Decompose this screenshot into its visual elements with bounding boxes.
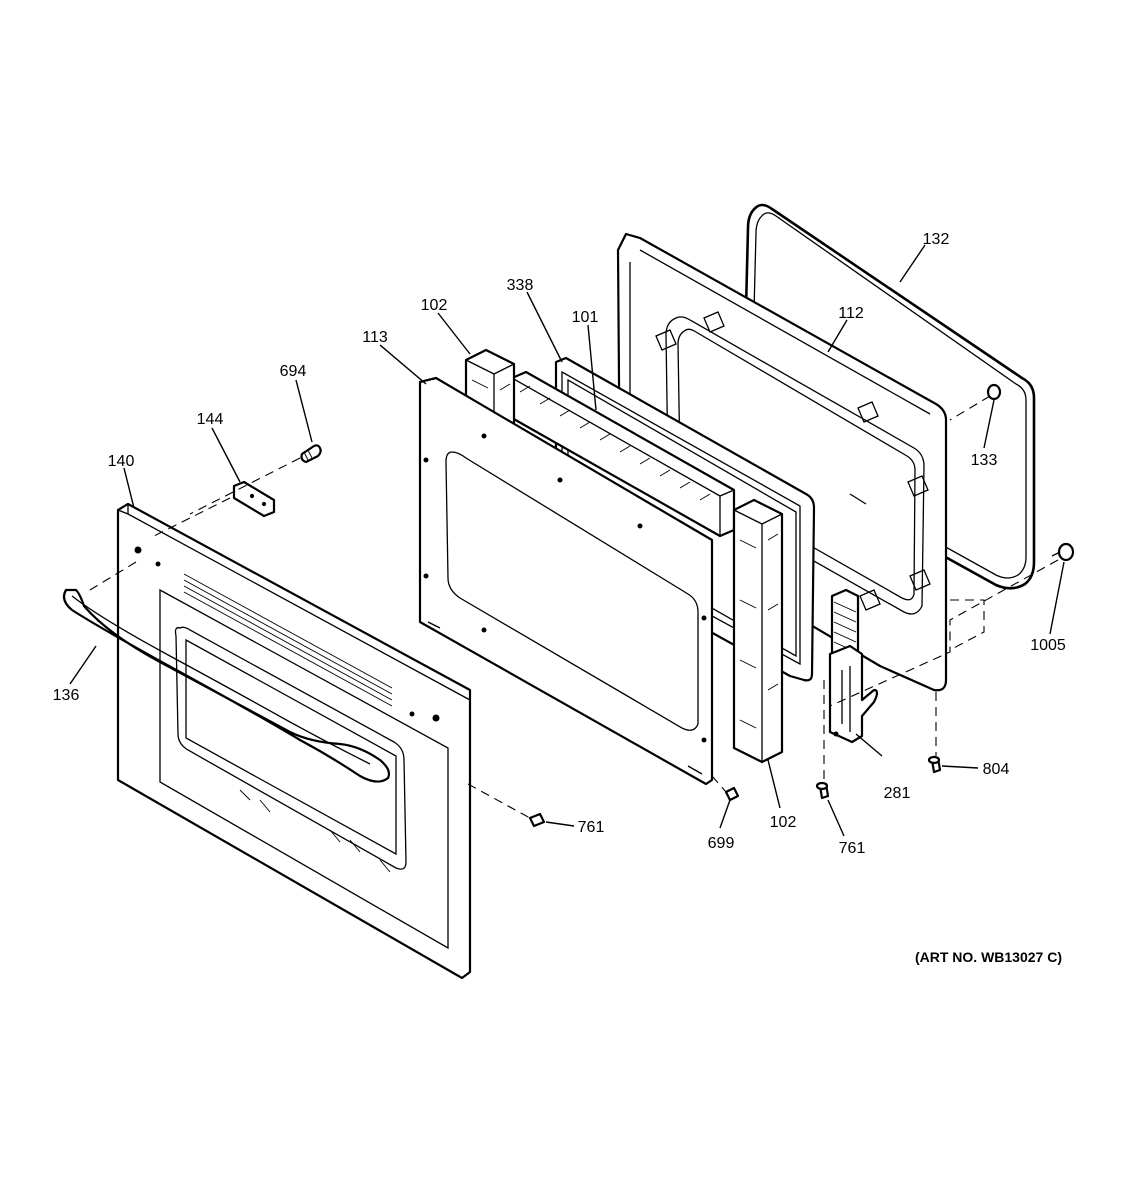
callout-144: 144	[197, 411, 224, 428]
callout-labels: 132 338 101 112 102 113 694 144 140 133 …	[53, 231, 1066, 857]
leader-lines	[69, 244, 1065, 837]
callout-102-bottom: 102	[770, 814, 797, 831]
part-136-door-handle	[62, 588, 391, 783]
part-102-insulation-bottom	[732, 498, 784, 764]
callout-338: 338	[507, 277, 534, 294]
callout-101: 101	[572, 309, 599, 326]
screw-699	[724, 786, 740, 802]
callout-761-left: 761	[578, 819, 605, 836]
callout-112: 112	[838, 305, 864, 322]
art-number: (ART NO. WB13027 C)	[915, 949, 1062, 965]
callout-761-right: 761	[839, 840, 866, 857]
callout-699: 699	[708, 835, 735, 852]
screw-133	[986, 383, 1002, 401]
callout-694: 694	[280, 363, 307, 380]
callout-133: 133	[971, 452, 998, 469]
part-140-outer-door	[116, 502, 472, 980]
screw-761-left	[528, 812, 546, 828]
part-144-bracket	[232, 480, 276, 518]
callout-140: 140	[108, 453, 135, 470]
callout-136: 136	[53, 687, 80, 704]
callout-281: 281	[884, 785, 911, 802]
callout-132: 132	[923, 231, 950, 248]
screw-1005	[1051, 542, 1075, 562]
callout-102-top: 102	[421, 297, 448, 314]
callout-804: 804	[983, 761, 1010, 778]
part-112-door-liner	[616, 232, 948, 692]
screw-804	[927, 755, 942, 774]
part-113-door-frame	[418, 376, 714, 786]
callout-1005: 1005	[1030, 637, 1066, 654]
callout-113: 113	[362, 329, 388, 346]
screw-694	[300, 444, 322, 464]
screw-761-right	[815, 781, 830, 800]
part-281-hinge	[828, 588, 879, 744]
assembly-lines	[89, 395, 1059, 819]
